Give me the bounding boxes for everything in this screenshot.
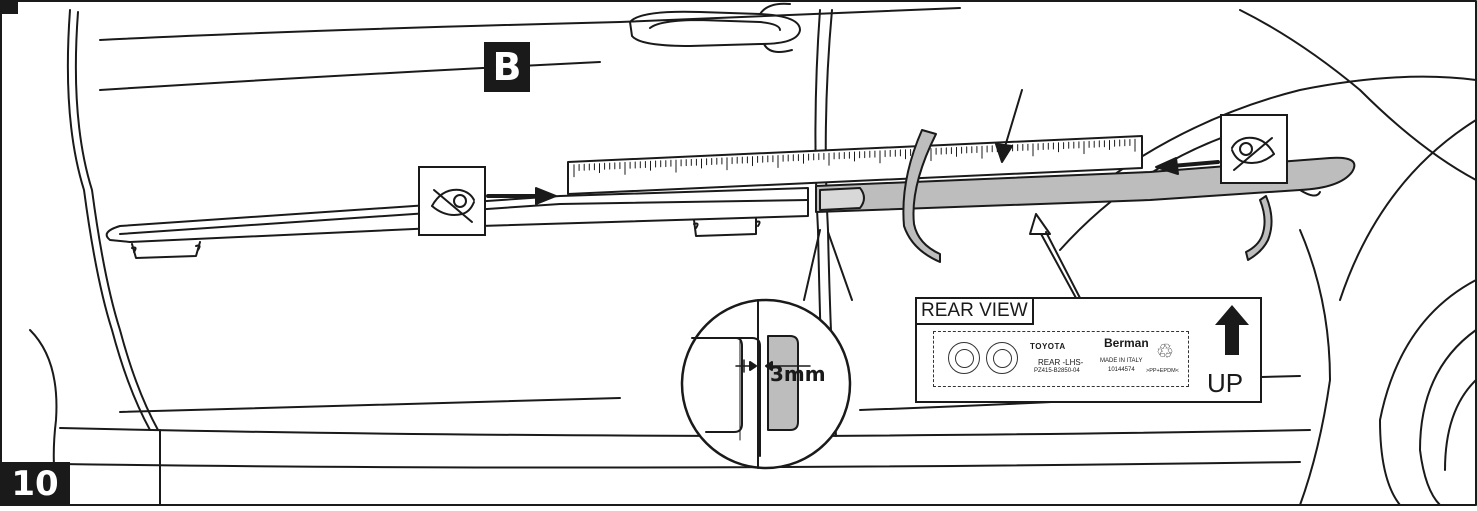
rear-moulding [815,156,1356,213]
detail-magnifier [680,298,852,470]
view-indicator-front [418,166,486,236]
eye-icon [1231,136,1275,171]
eye-icon [431,188,475,223]
material-text: >PP+EPDM< [1146,368,1179,374]
up-arrow-icon [1215,305,1249,355]
recycle-icon: ♲ [1156,341,1174,363]
gap-dimension-label: 3mm [770,362,826,386]
part-code-text: PZ415-B2850-04 [1034,368,1080,374]
view-indicator-rear [1220,114,1288,184]
part-tag: TOYOTA REAR -LHS- PZ415-B2850-04 Berman … [933,331,1189,387]
rear-view-label-panel: REAR VIEW TOYOTA REAR -LHS- PZ415-B2850-… [915,297,1262,403]
date-seal-icon [986,342,1018,374]
panel-title: REAR VIEW [917,299,1034,325]
maker-text: Berman [1104,336,1149,350]
brand-text: TOYOTA [1030,342,1066,351]
body-arcs [902,129,1273,263]
part-text: REAR -LHS- [1038,358,1084,367]
part-callout-b: B [484,42,530,92]
maker-code-text: 10144574 [1108,367,1135,373]
origin-text: MADE IN ITALY [1100,358,1143,364]
step-number: 10 [0,462,70,506]
sight-arrows [486,157,1220,205]
orientation-label: UP [1207,368,1244,398]
door-handle [629,2,801,53]
date-seal-icon [948,342,980,374]
corner-tab [0,0,18,14]
pointer-lines [803,89,1081,301]
